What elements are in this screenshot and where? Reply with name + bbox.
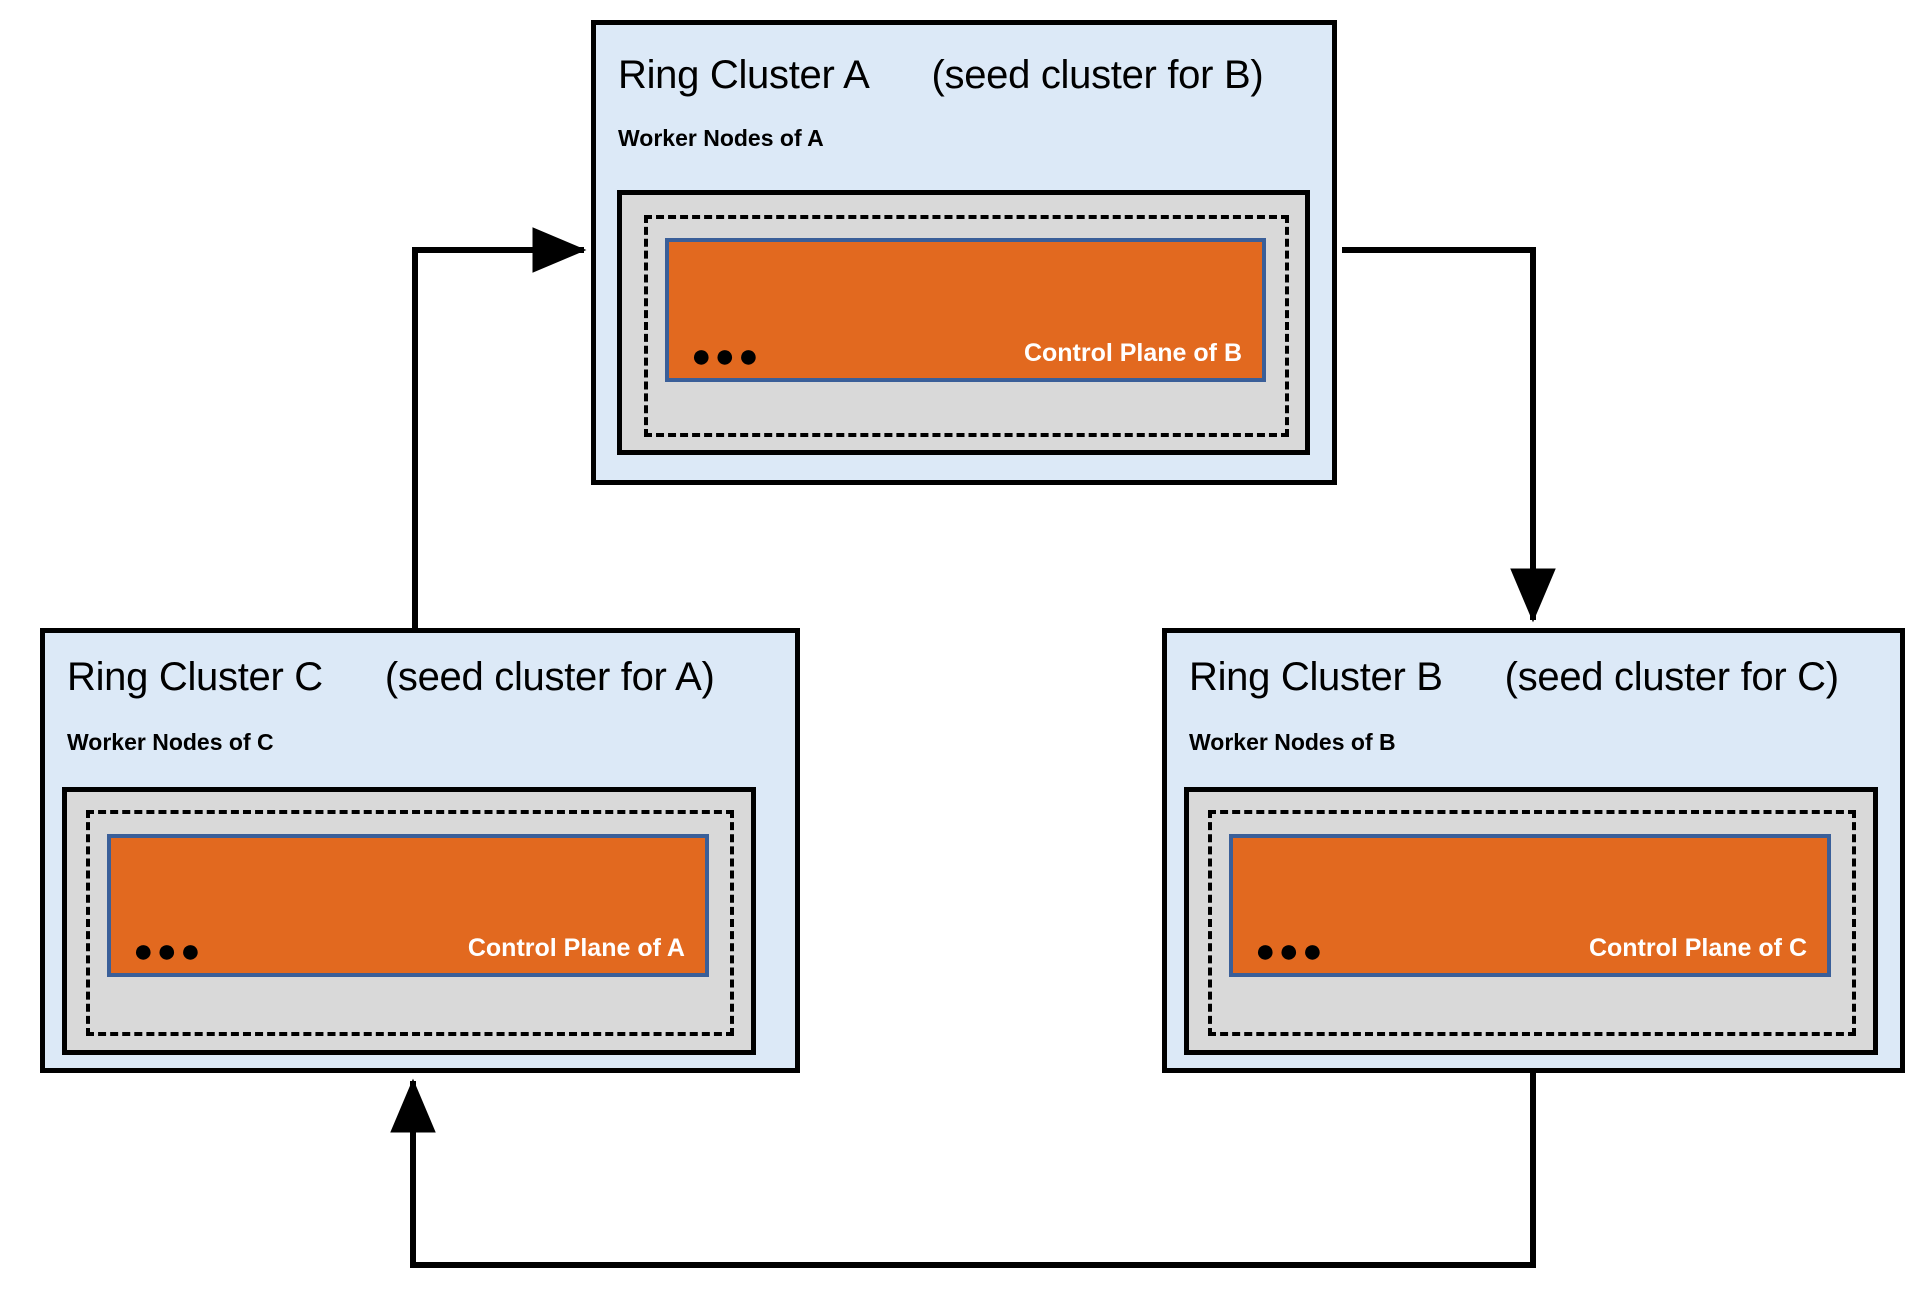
cluster-b-seed-note: (seed cluster for C) bbox=[1504, 655, 1839, 699]
arrow-b-to-c bbox=[390, 1073, 1536, 1268]
cluster-c-title: Ring Cluster C (seed cluster for A) bbox=[67, 655, 715, 700]
ring-cluster-a[interactable]: Ring Cluster A (seed cluster for B) Worke… bbox=[591, 20, 1337, 485]
cluster-c-control-plane[interactable]: ●●● Control Plane of A bbox=[107, 834, 709, 977]
arrow-a-to-b bbox=[1342, 247, 1556, 623]
cluster-b-control-plane-label: Control Plane of C bbox=[1588, 934, 1807, 962]
cluster-a-dashed-boundary: ●●● Control Plane of B bbox=[644, 215, 1289, 437]
cluster-b-name: Ring Cluster B bbox=[1189, 655, 1443, 699]
cluster-c-name: Ring Cluster C bbox=[67, 655, 323, 699]
cluster-a-control-plane-label: Control Plane of B bbox=[1023, 339, 1242, 367]
cluster-c-control-plane-label: Control Plane of A bbox=[467, 934, 685, 962]
ring-cluster-b[interactable]: Ring Cluster B (seed cluster for C) Worke… bbox=[1162, 628, 1905, 1073]
arrow-c-to-a bbox=[412, 227, 587, 628]
cluster-b-title: Ring Cluster B (seed cluster for C) bbox=[1189, 655, 1839, 700]
cluster-a-name: Ring Cluster A bbox=[618, 53, 870, 97]
cluster-c-worker-box: ●●● Control Plane of A bbox=[62, 787, 756, 1055]
cluster-c-seed-note: (seed cluster for A) bbox=[384, 655, 715, 699]
cluster-b-control-plane[interactable]: ●●● Control Plane of C bbox=[1229, 834, 1831, 977]
cluster-c-ellipsis: ●●● bbox=[133, 932, 204, 970]
cluster-b-worker-label: Worker Nodes of B bbox=[1189, 729, 1396, 755]
cluster-a-title: Ring Cluster A (seed cluster for B) bbox=[618, 53, 1264, 98]
cluster-b-dashed-boundary: ●●● Control Plane of C bbox=[1208, 810, 1856, 1036]
cluster-b-worker-box: ●●● Control Plane of C bbox=[1184, 787, 1878, 1055]
cluster-b-ellipsis: ●●● bbox=[1255, 932, 1326, 970]
cluster-a-worker-label: Worker Nodes of A bbox=[618, 125, 824, 151]
ring-cluster-c[interactable]: Ring Cluster C (seed cluster for A) Worke… bbox=[40, 628, 800, 1073]
cluster-a-worker-box: ●●● Control Plane of B bbox=[617, 190, 1310, 455]
cluster-c-dashed-boundary: ●●● Control Plane of A bbox=[86, 810, 734, 1036]
cluster-c-worker-label: Worker Nodes of C bbox=[67, 729, 274, 755]
cluster-a-seed-note: (seed cluster for B) bbox=[931, 53, 1264, 97]
cluster-a-control-plane[interactable]: ●●● Control Plane of B bbox=[665, 238, 1266, 382]
cluster-a-ellipsis: ●●● bbox=[691, 337, 762, 375]
